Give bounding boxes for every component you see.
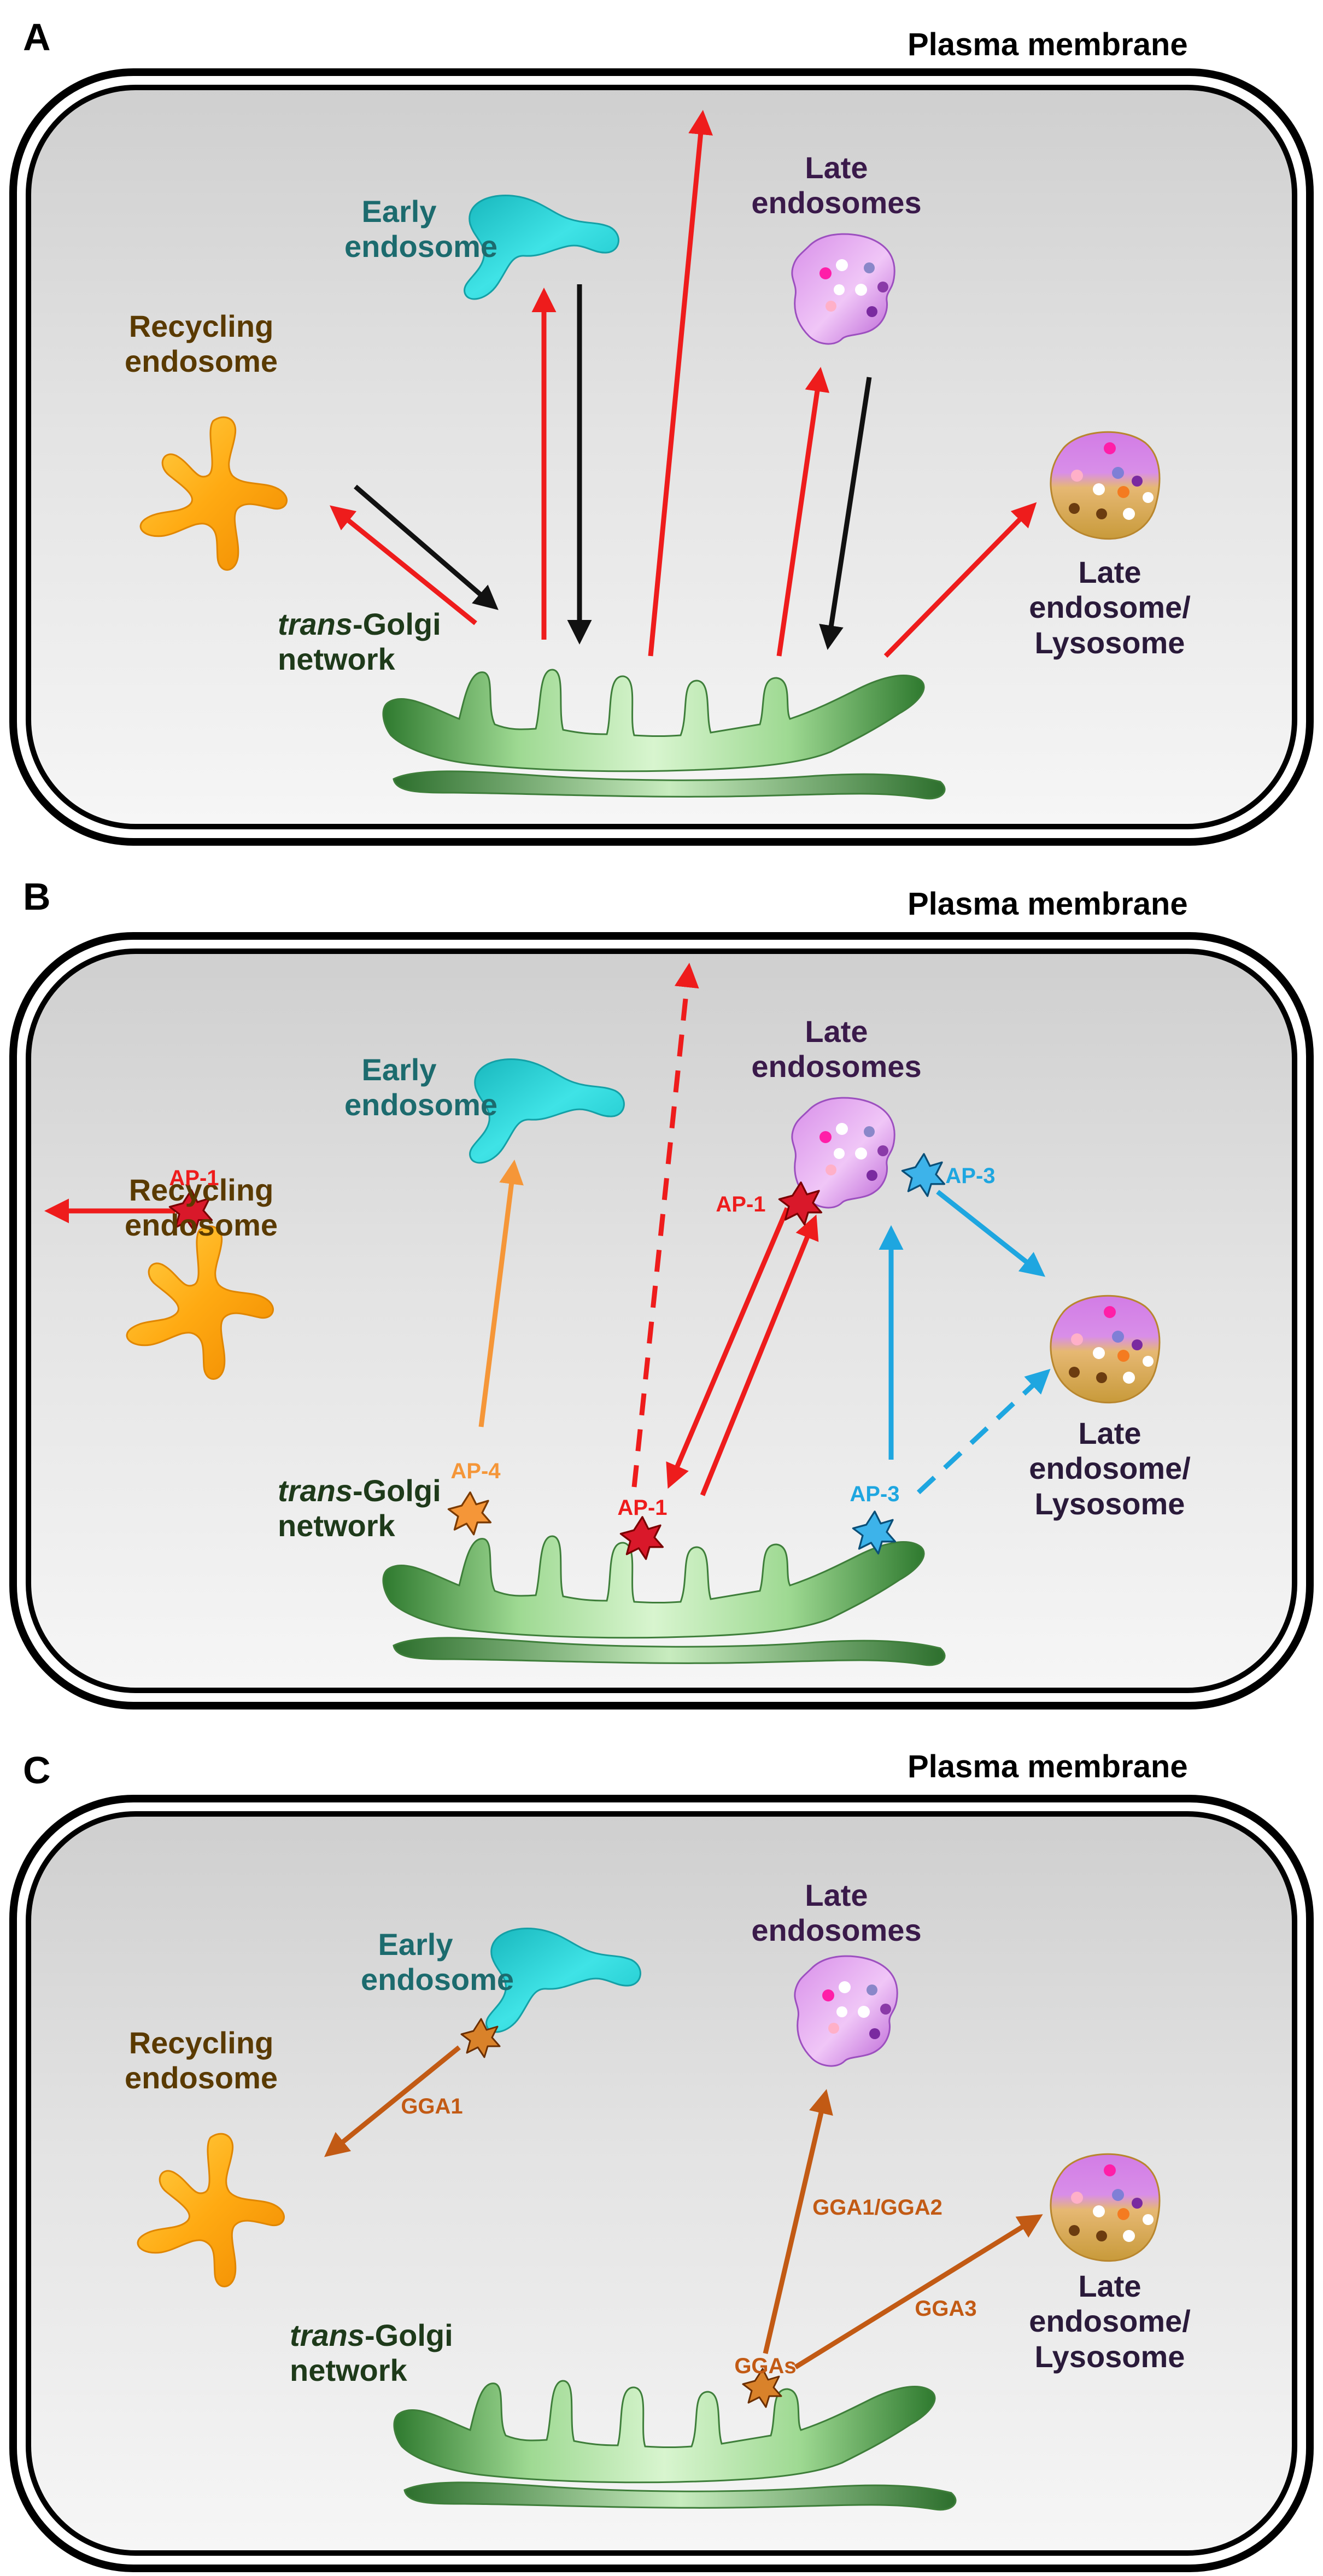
lysosome-text: Late endosome/ Lysosome bbox=[1029, 555, 1191, 660]
lysosome-shape bbox=[1050, 2153, 1161, 2262]
gga12-label: GGA1/GGA2 bbox=[812, 2196, 943, 2220]
arrow-tgn-pm bbox=[648, 110, 713, 657]
tgn-italic: trans bbox=[278, 607, 353, 641]
ap1-tgn-label: AP-1 bbox=[617, 1496, 668, 1520]
plasma-membrane-label: Plasma membrane bbox=[908, 886, 1188, 922]
ap3-late-label: AP-3 bbox=[945, 1164, 996, 1188]
cytoplasm bbox=[26, 85, 1297, 829]
ggas-label: GGAs bbox=[734, 2354, 797, 2378]
ap1-late-label: AP-1 bbox=[716, 1192, 766, 1216]
early-endosome-label: Early endosome bbox=[344, 1052, 497, 1123]
late-endosomes-label: Late endosomes bbox=[749, 1878, 924, 1948]
gga1-label: GGA1 bbox=[401, 2094, 463, 2118]
tgn-italic: trans bbox=[290, 2318, 365, 2352]
panel-label: B bbox=[23, 875, 51, 918]
lysosome-label: Late endosome/ Lysosome bbox=[1000, 555, 1219, 660]
lysosome-text: Late endosome/ Lysosome bbox=[1029, 2269, 1191, 2374]
diagram-canvas bbox=[9, 1795, 1314, 2572]
late-endosomes-label: Late endosomes bbox=[749, 150, 924, 221]
arrow-early-recycling bbox=[324, 2045, 461, 2157]
lysosome-label: Late endosome/ Lysosome bbox=[1000, 1416, 1219, 1521]
late-endosomes-label: Late endosomes bbox=[749, 1014, 924, 1085]
recycling-endosome-text: Recycling endosome bbox=[124, 1173, 278, 1243]
plasma-membrane-label: Plasma membrane bbox=[908, 27, 1188, 62]
early-endosome-label: Early endosome bbox=[344, 194, 497, 265]
recycling-endosome-text: Recycling endosome bbox=[124, 309, 278, 379]
arrow-late-tgn bbox=[819, 377, 872, 650]
arrow-tgn-lysosome bbox=[794, 2214, 1043, 2369]
cytoplasm bbox=[26, 1811, 1297, 2556]
arrow-tgn-lysosome bbox=[883, 502, 1037, 658]
tgn-rest: -Golgi network bbox=[278, 1473, 441, 1543]
early-endosome-text: Early endosome bbox=[361, 1927, 514, 1997]
arrow-late-lysosome bbox=[936, 1190, 1046, 1277]
arrow-recycling-tgn bbox=[354, 484, 499, 610]
tgn-rest: -Golgi network bbox=[278, 607, 441, 677]
recycling-endosome-label: Recycling endosome bbox=[119, 2025, 283, 2096]
lysosome-shape bbox=[1050, 1295, 1161, 1404]
panel-a: A Plasma membrane Early endosome Recycli… bbox=[0, 0, 1323, 858]
tgn-label: trans-Golgi network bbox=[278, 607, 453, 677]
late-endosomes-text: Late endosomes bbox=[751, 150, 922, 220]
arrow-tgn-late bbox=[776, 367, 830, 657]
panel-c: C Plasma membrane Early endosome Recycli… bbox=[0, 1717, 1323, 2576]
diagram-canvas bbox=[9, 932, 1314, 1709]
lysosome-text: Late endosome/ Lysosome bbox=[1029, 1416, 1191, 1521]
recycling-endosome-text: Recycling endosome bbox=[124, 2025, 278, 2095]
tgn-label: trans-Golgi network bbox=[290, 2318, 465, 2388]
late-endosomes-text: Late endosomes bbox=[751, 1878, 922, 1948]
ap1-recycling-label: AP-1 bbox=[169, 1166, 219, 1190]
tgn-rest: -Golgi network bbox=[290, 2318, 453, 2388]
tgn-italic: trans bbox=[278, 1473, 353, 1508]
early-endosome-text: Early endosome bbox=[344, 1052, 498, 1122]
arrow-tgn-late bbox=[763, 2089, 833, 2355]
lysosome-shape bbox=[1050, 431, 1161, 540]
lysosome-label: Late endosome/ Lysosome bbox=[1000, 2269, 1219, 2374]
gga3-label: GGA3 bbox=[915, 2297, 977, 2321]
ap3-tgn-label: AP-3 bbox=[850, 1482, 900, 1506]
cytoplasm bbox=[26, 949, 1297, 1693]
tgn-label: trans-Golgi network bbox=[278, 1473, 453, 1544]
arrow-late-tgn bbox=[666, 1207, 790, 1489]
diagram-canvas bbox=[9, 68, 1314, 846]
ap4-tgn-label: AP-4 bbox=[450, 1459, 501, 1483]
arrow-tgn-lysosome-dashed bbox=[916, 1368, 1051, 1495]
arrow-tgn-pm-dashed bbox=[631, 963, 699, 1488]
recycling-endosome-label: Recycling endosome bbox=[119, 309, 283, 379]
panel-label: A bbox=[23, 16, 51, 58]
plasma-membrane-label: Plasma membrane bbox=[908, 1749, 1188, 1784]
arrow-tgn-late bbox=[700, 1214, 819, 1496]
arrow-tgn-early bbox=[478, 1160, 524, 1427]
panel-b: B Plasma membrane Early endosome Recycli… bbox=[0, 858, 1323, 1717]
early-endosome-text: Early endosome bbox=[344, 194, 498, 264]
late-endosomes-text: Late endosomes bbox=[751, 1014, 922, 1084]
early-endosome-label: Early endosome bbox=[361, 1927, 514, 1998]
arrow-tgn-recycling bbox=[329, 505, 477, 625]
panel-label: C bbox=[23, 1749, 51, 1792]
recycling-endosome-label: Recycling endosome bbox=[119, 1173, 283, 1243]
